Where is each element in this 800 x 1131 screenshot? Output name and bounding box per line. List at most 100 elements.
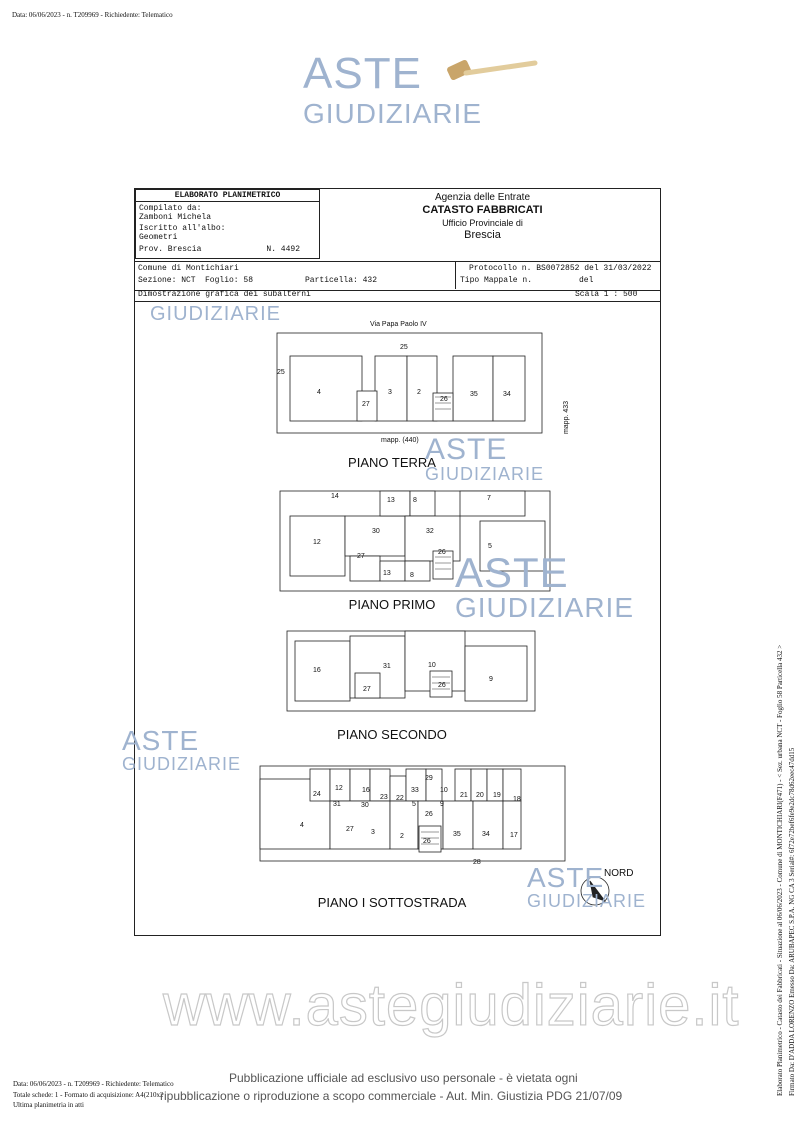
floor-title: PIANO TERRA [348, 455, 436, 470]
watermark-medium: ASTE GIUDIZIARIE [455, 552, 634, 622]
terra-sub: 2 [417, 389, 421, 396]
agency-header: Agenzia delle Entrate CATASTO FABBRICATI… [365, 192, 600, 241]
scale: Scala 1 : 500 [575, 290, 638, 299]
agency-line3: Ufficio Provinciale di [442, 218, 523, 228]
planimetric-sheet: ELABORATO PLANIMETRICO Compilato da: Zam… [134, 188, 661, 936]
terra-sub: 25 [277, 369, 285, 376]
agency-line4: Brescia [464, 229, 501, 241]
sezione: Sezione: NCT [138, 276, 196, 285]
watermark-word-giudiziarie: GIUDIZIARIE [150, 303, 282, 325]
sotto-sub: 29 [425, 775, 433, 782]
protocollo: Protocollo n. BS0072852 del 31/03/2022 [469, 264, 652, 273]
sotto-sub: 5 [412, 801, 416, 808]
sotto-sub: 24 [313, 791, 321, 798]
form-box: ELABORATO PLANIMETRICO Compilato da: Zam… [135, 189, 320, 259]
sotto-sub: 20 [476, 792, 484, 799]
side-text-2: Firmato Da: D'ADDA LORENZO Emesso Da: AR… [788, 747, 796, 1096]
watermark-small: ASTE GIUDIZIARIE [527, 862, 647, 911]
watermark-logo-top: ASTE GIUDIZIARIE [303, 52, 482, 128]
sotto-sub: 30 [361, 802, 369, 809]
sotto-sub: 34 [482, 831, 490, 838]
watermark-small: ASTE GIUDIZIARIE [122, 725, 242, 774]
floor-plans [259, 332, 610, 906]
watermark-word-aste: ASTE [455, 549, 569, 596]
sotto-sub: 4 [300, 822, 304, 829]
primo-sub: 26 [438, 549, 446, 556]
primo-sub: 14 [331, 493, 339, 500]
side-text-1: Elaborato Planimetrico - Catasto dei Fab… [776, 644, 784, 1096]
sotto-sub: 31 [333, 801, 341, 808]
compiled-label: Compilato da: [139, 204, 202, 213]
mapp-440-label: mapp. (440) [381, 437, 419, 444]
watermark-small: GIUDIZIARIE [150, 300, 281, 328]
sotto-sub: 21 [460, 792, 468, 799]
terra-sub: 27 [362, 401, 370, 408]
primo-sub: 5 [488, 543, 492, 550]
sotto-sub: 22 [396, 795, 404, 802]
agency-line1: Agenzia delle Entrate [434, 192, 531, 203]
watermark-url: www.astegiudiziarie.it [162, 972, 740, 1038]
sotto-sub: 3 [371, 829, 375, 836]
terra-sub: 26 [440, 396, 448, 403]
sotto-sub: 2 [400, 833, 404, 840]
sotto-sub: 23 [380, 794, 388, 801]
watermark-word-giudiziarie: GIUDIZIARIE [455, 592, 635, 623]
primo-sub: 13 [383, 570, 391, 577]
sotto-sub: 26 [425, 811, 433, 818]
sotto-sub: 10 [440, 787, 448, 794]
header-info: Data: 06/06/2023 - n. T209969 - Richiede… [12, 11, 173, 19]
sotto-sub: 18 [513, 796, 521, 803]
form-title: ELABORATO PLANIMETRICO [136, 190, 319, 202]
primo-sub: 27 [357, 553, 365, 560]
particella: Particella: 432 [305, 276, 378, 285]
floor-title: PIANO PRIMO [348, 597, 436, 612]
compiled-name: Zamboni Michela [139, 213, 212, 222]
foglio: Foglio: 58 [205, 276, 254, 285]
dimostrazione: Dimostrazione grafica dei subalterni [138, 290, 311, 299]
watermark-word-aste: ASTE [527, 862, 605, 893]
sotto-sub: 12 [335, 785, 343, 792]
gavel-icon [447, 59, 538, 81]
sotto-sub: 26 [423, 838, 431, 845]
tipo-mappale: Tipo Mappale n. [460, 276, 533, 285]
street-label: Via Papa Paolo IV [370, 321, 427, 328]
footer-line3: Ultima planimetria in atti [13, 1101, 84, 1109]
primo-sub: 32 [426, 528, 434, 535]
primo-sub: 7 [487, 495, 491, 502]
publication-notice-2: ripubblicazione o riproduzione a scopo c… [160, 1089, 623, 1103]
register-number: N. 4492 [266, 245, 300, 254]
sotto-sub: 9 [440, 801, 444, 808]
primo-sub: 13 [387, 497, 395, 504]
watermark-word-giudiziarie: GIUDIZIARIE [303, 98, 483, 129]
cadastral-info: Comune di Montichiari Sezione: NCT Fogli… [135, 261, 660, 291]
secondo-sub: 16 [313, 667, 321, 674]
sotto-sub: 17 [510, 832, 518, 839]
province: Prov. Brescia [139, 245, 202, 254]
watermark-word-aste: ASTE [425, 433, 508, 466]
watermark-word-giudiziarie: GIUDIZIARIE [122, 754, 242, 774]
watermark-small: ASTE GIUDIZIARIE [425, 433, 544, 484]
secondo-sub: 10 [428, 662, 436, 669]
comune: Comune di Montichiari [138, 264, 239, 273]
north-label: NORD [604, 868, 634, 879]
primo-sub: 12 [313, 539, 321, 546]
agency-line2: CATASTO FABBRICATI [422, 204, 543, 216]
terra-sub: 35 [470, 391, 478, 398]
sotto-sub: 28 [473, 859, 481, 866]
secondo-sub: 9 [489, 676, 493, 683]
watermark-word-aste: ASTE [122, 725, 200, 756]
mapp-433-label: mapp. 433 [563, 400, 571, 435]
registered-label: Iscritto all'albo: [139, 224, 226, 233]
floor-title: PIANO I SOTTOSTRADA [317, 895, 467, 910]
watermark-word-aste: ASTE [303, 49, 422, 98]
terra-sub: 4 [317, 389, 321, 396]
primo-sub: 8 [410, 572, 414, 579]
secondo-sub: 26 [438, 682, 446, 689]
sotto-sub: 19 [493, 792, 501, 799]
secondo-sub: 27 [363, 686, 371, 693]
terra-sub: 25 [400, 344, 408, 351]
watermark-word-giudiziarie: GIUDIZIARIE [527, 891, 647, 911]
primo-sub: 30 [372, 528, 380, 535]
registered-value: Geometri [139, 233, 178, 242]
publication-notice-1: Pubblicazione ufficiale ad esclusivo uso… [229, 1071, 578, 1085]
